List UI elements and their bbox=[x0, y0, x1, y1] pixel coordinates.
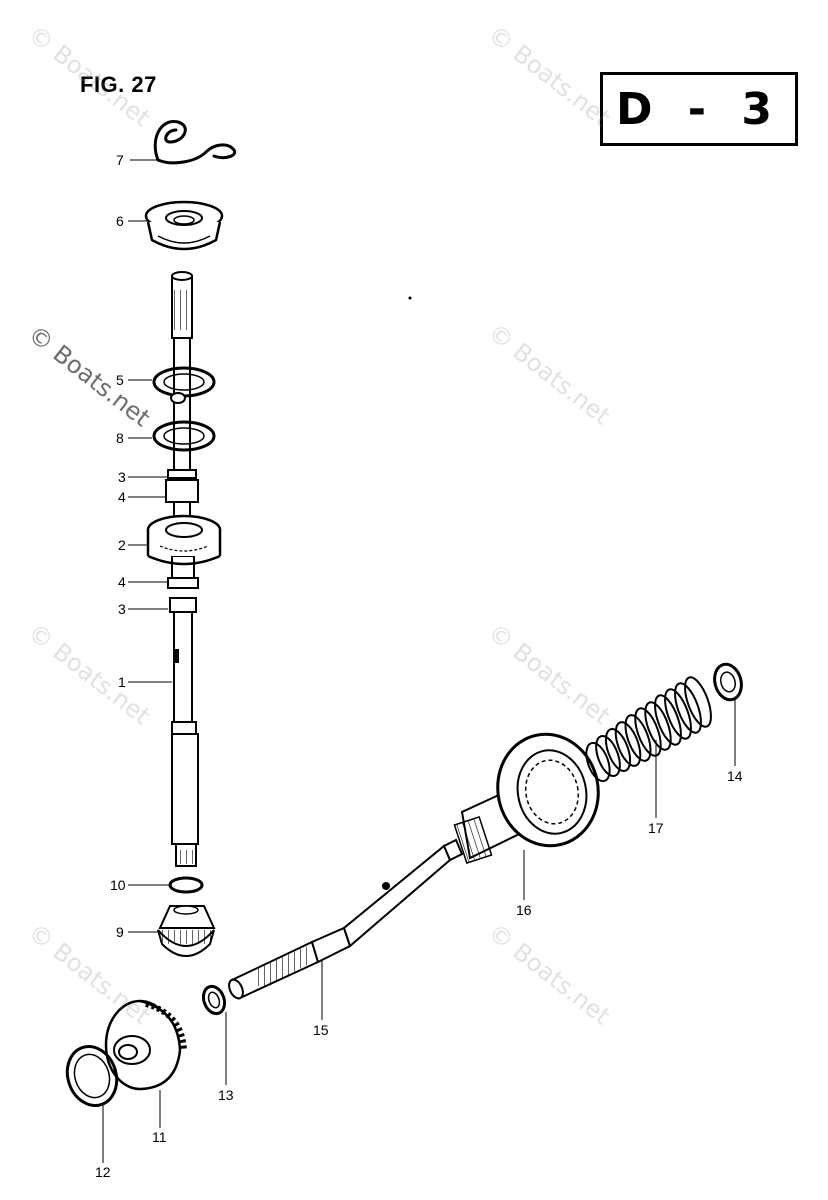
callout-15: 15 bbox=[313, 1022, 329, 1038]
callout-12: 12 bbox=[95, 1164, 111, 1180]
callout-13: 13 bbox=[218, 1087, 234, 1103]
callout-4-upper: 4 bbox=[118, 489, 126, 505]
callout-10: 10 bbox=[110, 877, 126, 893]
callout-9: 9 bbox=[116, 924, 124, 940]
callout-14: 14 bbox=[727, 768, 743, 784]
shim-washer-part bbox=[65, 1045, 119, 1107]
callout-16: 16 bbox=[516, 902, 532, 918]
figure-title: FIG. 27 bbox=[80, 72, 157, 97]
callout-11: 11 bbox=[152, 1129, 167, 1145]
end-washer-part bbox=[713, 662, 743, 702]
callout-3-upper: 3 bbox=[118, 469, 126, 485]
spring-part bbox=[585, 676, 712, 783]
stray-dot bbox=[408, 296, 412, 300]
callout-7: 7 bbox=[116, 152, 124, 168]
propeller-shaft-part bbox=[228, 838, 464, 1000]
section-code-box: D - 3 bbox=[600, 72, 798, 146]
washer-part bbox=[201, 984, 227, 1016]
bearing-housing-part bbox=[453, 732, 600, 864]
bearing-part bbox=[146, 514, 222, 566]
callout-4-lower: 4 bbox=[118, 574, 126, 590]
oil-seal-part bbox=[144, 200, 224, 251]
leader-lines bbox=[102, 159, 736, 1163]
callout-3-lower: 3 bbox=[118, 601, 126, 617]
callout-2: 2 bbox=[118, 537, 126, 553]
callout-8: 8 bbox=[116, 430, 124, 446]
callout-1: 1 bbox=[118, 674, 126, 690]
callout-6: 6 bbox=[116, 213, 124, 229]
section-code: D - 3 bbox=[615, 83, 783, 135]
pinion-gear-part bbox=[157, 905, 216, 957]
thrust-washer-parts bbox=[152, 366, 216, 452]
shim-part bbox=[168, 876, 204, 894]
drive-shaft-part bbox=[165, 271, 199, 867]
forward-gear-part bbox=[104, 999, 187, 1091]
callout-17: 17 bbox=[648, 820, 664, 836]
wire-clip-part bbox=[153, 120, 237, 165]
callout-5: 5 bbox=[116, 372, 124, 388]
